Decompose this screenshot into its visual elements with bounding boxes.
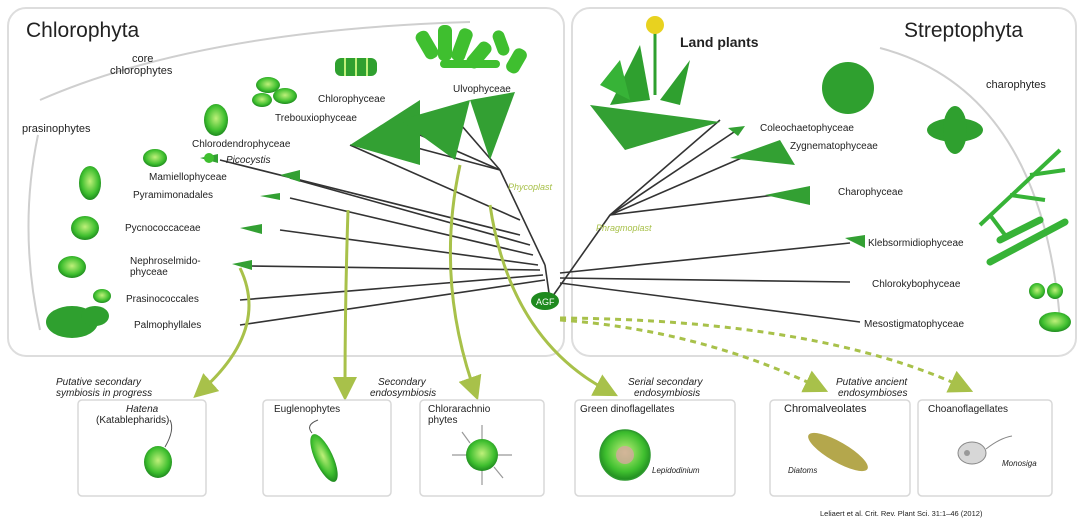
chlorarachnio-label-2: phytes (428, 415, 457, 426)
coleochaete-cell (822, 62, 874, 114)
taxon-charophyceae: Charophyceae (838, 187, 903, 198)
serial-secondary-1: Serial secondary (628, 377, 703, 388)
taxon-ulvophyceae: Ulvophyceae (453, 84, 511, 95)
serial-secondary-2: endosymbiosis (634, 388, 700, 399)
picocystis-cell (204, 153, 214, 163)
nephroselmis-cell (58, 256, 86, 278)
agf-root-label: AGF (536, 297, 555, 307)
core-label-2: chlorophytes (110, 65, 173, 77)
taxon-trebouxiophyceae: Trebouxiophyceae (275, 113, 357, 124)
choanoflagellates-label: Choanoflagellates (928, 404, 1008, 415)
taxon-mesostigmatophyceae: Mesostigmatophyceae (864, 319, 964, 330)
prasino-cell-2 (79, 166, 101, 200)
putative-ancient-1: Putative ancient (836, 377, 908, 388)
taxon-zygnematophyceae: Zygnematophyceae (790, 141, 878, 152)
land-plants-label: Land plants (680, 34, 759, 50)
taxon-klebsormidiophyceae: Klebsormidiophyceae (868, 238, 964, 249)
taxon-nephroselmido-1: Nephroselmido- (130, 256, 201, 267)
lepidodinium-illustration (600, 430, 650, 480)
core-label-1: core (132, 53, 153, 65)
prasinophytes-label: prasinophytes (22, 123, 91, 135)
chlorophyceae-illustration (335, 58, 377, 76)
hatena-label-2: (Katablepharids) (96, 415, 169, 426)
euglenophytes-label: Euglenophytes (274, 404, 340, 415)
taxon-chlorokybophyceae: Chlorokybophyceae (872, 279, 961, 290)
taxon-picocystis: Picocystis (226, 155, 270, 166)
streptophyta-title: Streptophyta (904, 19, 1023, 42)
taxon-chlorodendrophyceae: Chlorodendrophyceae (192, 139, 291, 150)
phragmoplast-label: Phragmoplast (596, 223, 652, 233)
mesostigma-cell (1039, 312, 1071, 332)
chlorodendrophyceae-cell (204, 104, 228, 136)
putative-secondary-2: symbiosis in progress (56, 388, 152, 399)
citation: Leliaert et al. Crit. Rev. Plant Sci. 31… (820, 509, 983, 518)
pycnococcus-cell (71, 216, 99, 240)
chromalveolates-label: Chromalveolates (784, 403, 867, 415)
taxon-nephroselmido-2: phyceae (130, 267, 168, 278)
taxon-pycnococcaceae: Pycnococcaceae (125, 223, 201, 234)
diatoms-label: Diatoms (788, 466, 817, 475)
dinoflagellates-label: Green dinoflagellates (580, 404, 675, 415)
taxon-mamiellophyceae: Mamiellophyceae (149, 172, 227, 183)
charophytes-label: charophytes (986, 79, 1046, 91)
taxon-prasinococcales: Prasinococcales (126, 294, 199, 305)
prasino-cell-1 (143, 149, 167, 167)
putative-ancient-2: endosymbioses (838, 388, 907, 399)
putative-secondary-1: Putative secondary (56, 377, 142, 388)
taxon-pyramimonadales: Pyramimonadales (133, 190, 213, 201)
taxon-palmophyllales: Palmophyllales (134, 320, 201, 331)
secondary-endo-1: Secondary (378, 377, 427, 388)
hatena-cell (144, 446, 172, 478)
hatena-label-1: Hatena (126, 404, 159, 415)
chlorarachnio-label-1: Chlorarachnio (428, 404, 491, 415)
lepidodinium-label: Lepidodinium (652, 466, 700, 475)
phycoplast-label: Phycoplast (508, 182, 553, 192)
monosiga-label: Monosiga (1002, 459, 1037, 468)
organism-boxes (78, 400, 1052, 496)
chlorophyta-title: Chlorophyta (26, 19, 140, 42)
secondary-endo-2: endosymbiosis (370, 388, 436, 399)
taxon-coleochaetophyceae: Coleochaetophyceae (760, 123, 854, 134)
prasinococcus-cell (93, 289, 111, 303)
taxon-chlorophyceae: Chlorophyceae (318, 94, 386, 105)
